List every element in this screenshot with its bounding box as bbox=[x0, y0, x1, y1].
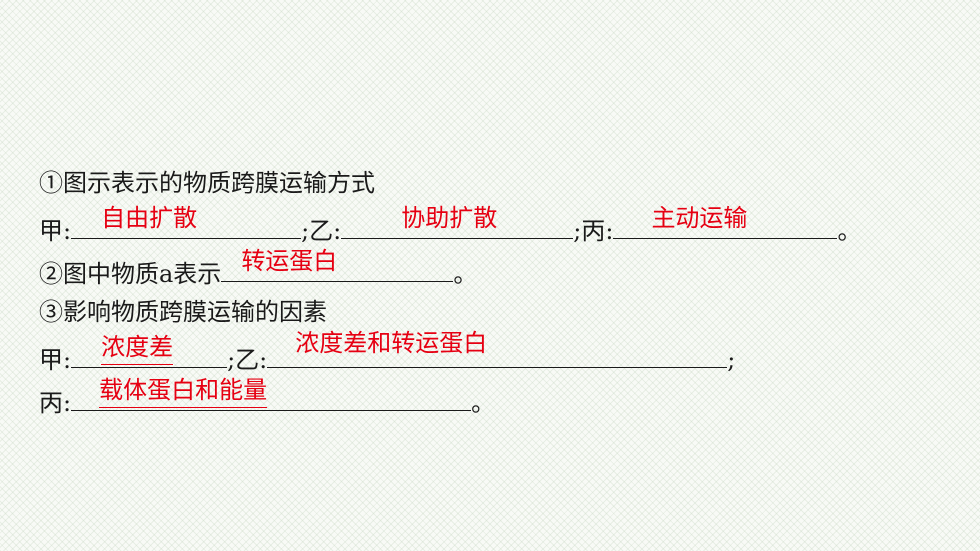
slide-content: ①图示表示的物质跨膜运输方式 甲:自由扩散;乙:协助扩散;丙:主动运输。 ②图中… bbox=[39, 162, 959, 420]
q3-prompt-line: ③影响物质跨膜运输的因素 bbox=[39, 291, 959, 334]
q1-end: 。 bbox=[837, 217, 862, 245]
q3-yi-blank: 浓度差和转运蛋白 bbox=[267, 329, 728, 368]
q3-jia-blank: 浓度差 bbox=[71, 333, 228, 368]
q3-jia-answer: 浓度差 bbox=[101, 330, 174, 365]
q3-bing-answer: 载体蛋白和能量 bbox=[99, 373, 268, 408]
q1-answer-line: 甲: 自由扩散 ;乙: 协助扩散 ;丙: 主动运输 。 bbox=[39, 204, 959, 248]
q2-answer: 转运蛋白 bbox=[241, 247, 338, 275]
q2-blank: 转运蛋白 bbox=[221, 247, 454, 282]
q3-bing-blank: 载体蛋白和能量 bbox=[71, 376, 472, 411]
q1-yi-label: ;乙: bbox=[301, 217, 342, 245]
q3-answer-line-2: 丙: 载体蛋白和能量 。 bbox=[39, 376, 959, 420]
q2-line: ②图中物质a表示转运蛋白 。 bbox=[39, 247, 959, 291]
q1-prompt: ①图示表示的物质跨膜运输方式 bbox=[39, 169, 375, 197]
q1-yi-blank: 协助扩散 bbox=[341, 204, 574, 239]
q1-prompt-line: ①图示表示的物质跨膜运输方式 bbox=[39, 162, 959, 205]
q3-bing-label: 丙: bbox=[39, 389, 72, 417]
q1-jia-answer: 自由扩散 bbox=[101, 204, 198, 232]
q2-prompt: ②图中物质a表示 bbox=[39, 260, 222, 288]
q1-yi-answer: 协助扩散 bbox=[401, 204, 498, 232]
q3-yi-end: ; bbox=[727, 346, 736, 374]
q1-bing-blank: 主动运输 bbox=[613, 204, 838, 239]
q1-bing-answer: 主动运输 bbox=[651, 204, 748, 232]
q1-bing-label: ;丙: bbox=[573, 217, 614, 245]
q3-yi-label: ;乙: bbox=[227, 346, 268, 374]
q3-end: 。 bbox=[471, 389, 496, 417]
q3-yi-answer: 浓度差和转运蛋白 bbox=[295, 329, 488, 357]
q1-jia-blank: 自由扩散 bbox=[71, 204, 302, 239]
q1-jia-label: 甲: bbox=[39, 217, 72, 245]
q3-jia-label: 甲: bbox=[39, 346, 72, 374]
q3-prompt: ③影响物质跨膜运输的因素 bbox=[39, 298, 327, 326]
q3-answer-line-1: 甲: 浓度差 ;乙: 浓度差和转运蛋白; bbox=[39, 329, 959, 377]
q2-end: 。 bbox=[453, 260, 478, 288]
